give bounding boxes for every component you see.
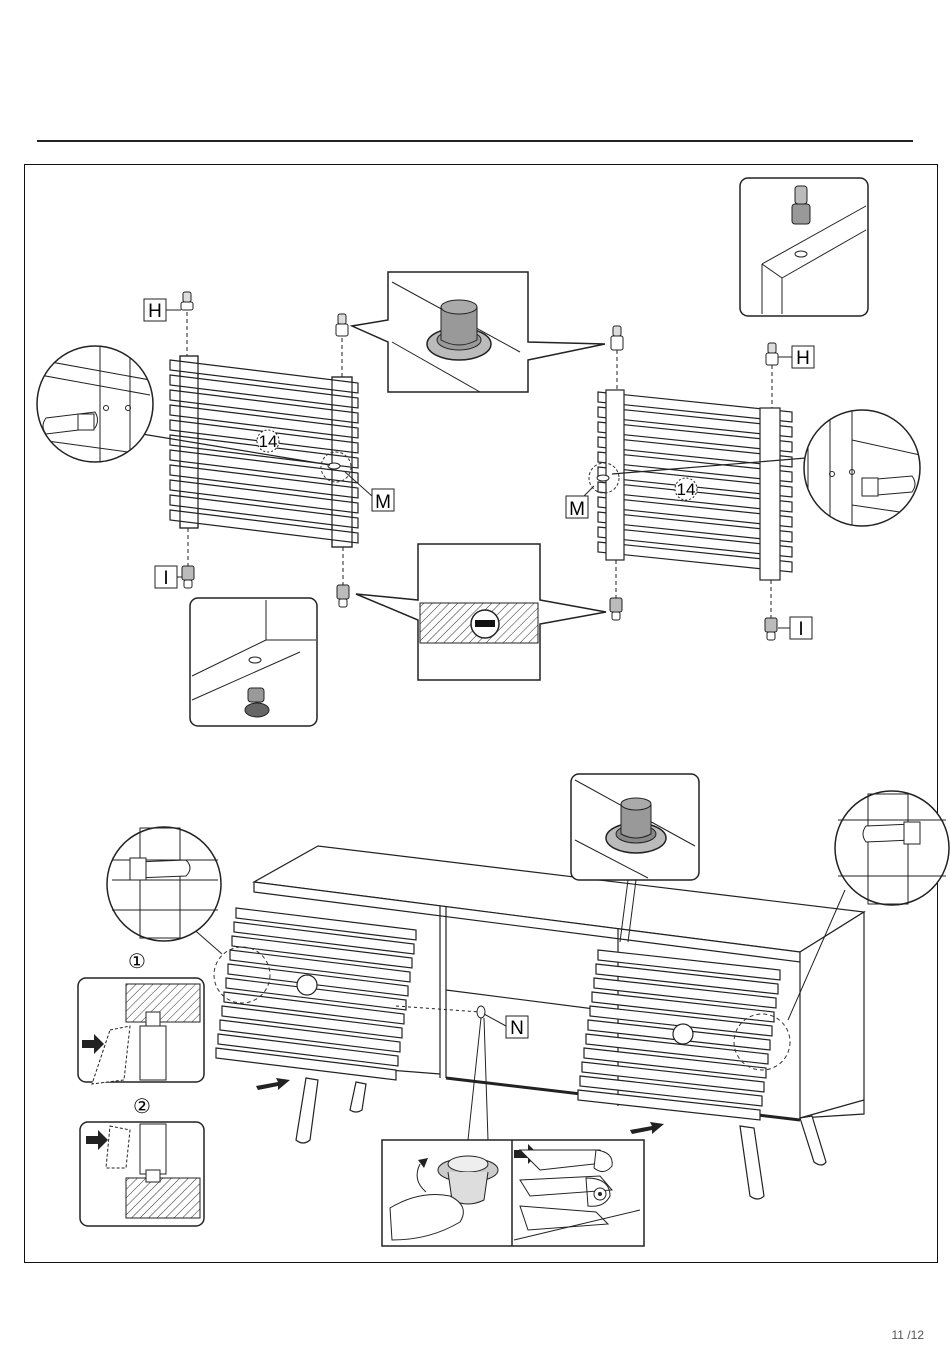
- part-label-m-left: M: [375, 492, 391, 513]
- arrow-icon: [256, 1078, 290, 1090]
- knob-hole: [477, 1006, 485, 1018]
- step-1-label: ①: [128, 951, 146, 973]
- detail-circle-left: [37, 340, 155, 470]
- hinge-detail-circle-right: [835, 791, 949, 905]
- part-label-i-right: I: [798, 619, 803, 640]
- step-1-box: [78, 978, 204, 1084]
- panel-number-right: 14: [677, 480, 696, 499]
- panel-number-left: 14: [259, 432, 278, 451]
- magnet-catch-icon: [597, 475, 609, 481]
- dowel-detail-callout: [352, 272, 605, 392]
- detail-circle-right: [804, 410, 920, 540]
- part-label-h-left: H: [148, 301, 162, 322]
- knob-install-box: [382, 1140, 644, 1246]
- magnet-catch-icon: [328, 463, 340, 469]
- arrow-icon: [630, 1122, 664, 1134]
- step-2-box: [80, 1122, 204, 1226]
- part-label-h-right: H: [796, 348, 810, 369]
- hole-detail-box: [190, 598, 317, 726]
- part-label-i-left: I: [163, 568, 168, 589]
- section-detail-callout: [356, 544, 606, 680]
- dowel-detail-box-2: [571, 774, 699, 880]
- page-number: 11 /12: [892, 1328, 924, 1342]
- part-label-n: N: [510, 1018, 524, 1039]
- dowel-insert-detail-box: [740, 178, 868, 316]
- hinge-detail-circle-left: [107, 827, 221, 941]
- step-2-label: ②: [133, 1096, 151, 1118]
- part-label-m-right: M: [569, 499, 585, 520]
